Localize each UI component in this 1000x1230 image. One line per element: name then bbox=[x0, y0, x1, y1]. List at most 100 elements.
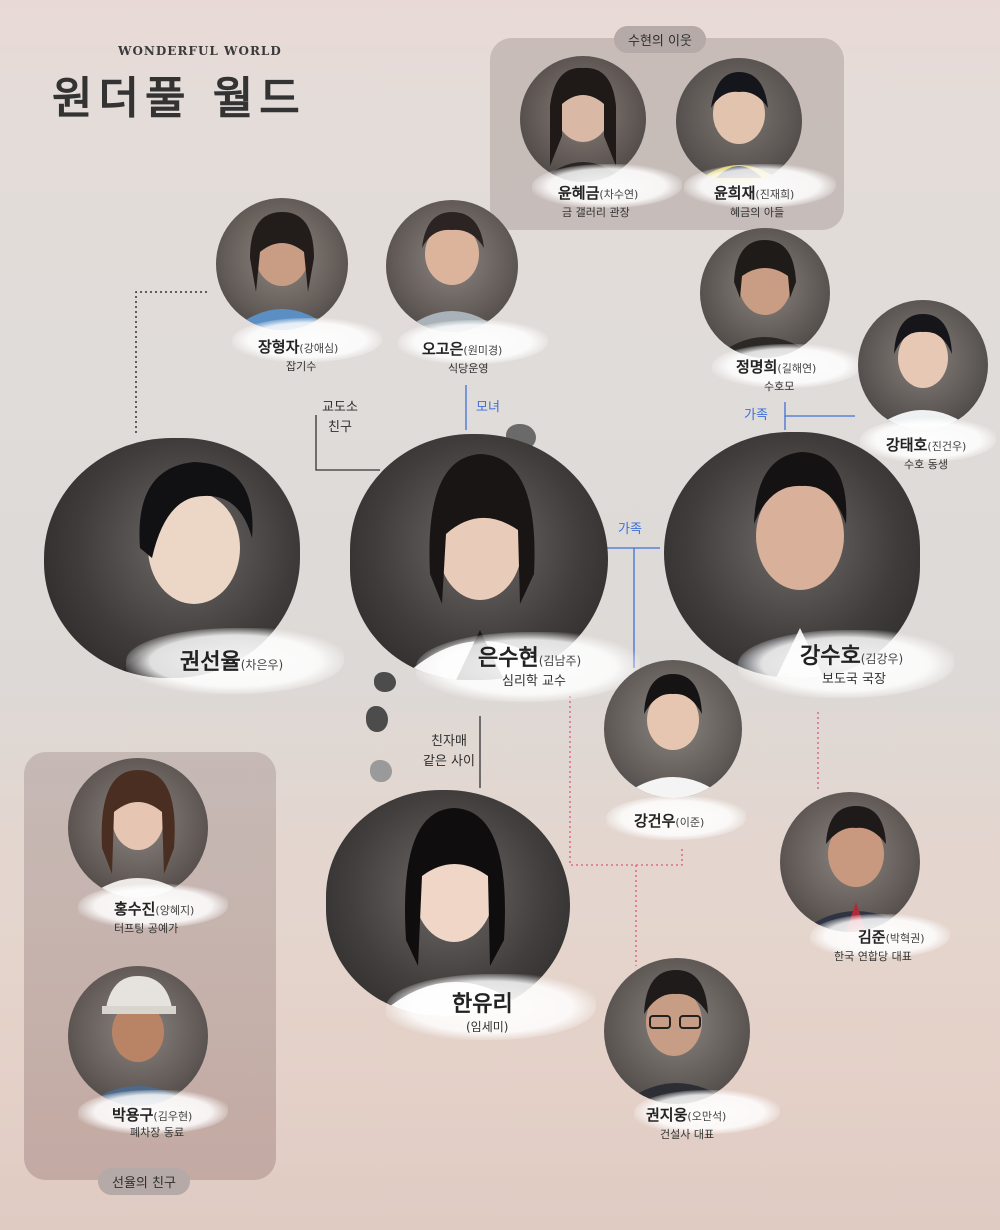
ink-drop bbox=[366, 706, 388, 732]
character-role: 잡기수 bbox=[286, 360, 317, 373]
portrait-photo bbox=[604, 660, 742, 798]
portrait-photo bbox=[780, 792, 920, 932]
character-gwon-seonyul: 권선율(차은우) bbox=[44, 438, 344, 706]
character-name: 윤혜금(차수연) bbox=[558, 182, 638, 203]
ink-drop bbox=[370, 760, 392, 782]
portrait-photo bbox=[604, 958, 750, 1104]
title-english: WONDERFUL WORLD bbox=[118, 44, 282, 58]
character-bak-yonggu: 박용구(김우현) 폐차장 동료 bbox=[68, 966, 228, 1146]
character-actor-below: (임세미) bbox=[466, 1020, 509, 1034]
name-text: 강태호 bbox=[886, 436, 928, 454]
line-jang-seonyul bbox=[135, 291, 207, 436]
relation-family-mid: 가족 bbox=[618, 522, 642, 537]
line-pink-suhyeon bbox=[569, 696, 683, 866]
title-korean: 원더풀 월드 bbox=[52, 73, 306, 124]
actor-text: (원미경) bbox=[463, 344, 503, 357]
name-brush bbox=[386, 974, 596, 1040]
name-text: 김준 bbox=[858, 928, 886, 946]
name-brush bbox=[684, 164, 836, 208]
character-name: 홍수진(양혜지) bbox=[114, 898, 194, 919]
portrait-photo bbox=[386, 200, 518, 332]
name-text: 정명희 bbox=[736, 358, 778, 376]
character-role: 한국 연합당 대표 bbox=[834, 950, 912, 963]
character-hong-sujin: 홍수진(양혜지) 터프팅 공예가 bbox=[68, 758, 228, 944]
actor-text: (차수연) bbox=[599, 188, 639, 201]
character-eun-suhyeon: 은수현(김남주) 심리학 교수 bbox=[350, 434, 640, 704]
portrait-photo bbox=[216, 198, 348, 330]
name-brush bbox=[634, 1090, 780, 1134]
name-brush bbox=[712, 344, 862, 388]
character-role: 심리학 교수 bbox=[502, 674, 566, 689]
name-brush bbox=[738, 630, 954, 698]
character-name: 오고은(원미경) bbox=[422, 338, 502, 359]
character-name: 윤희재(진재희) bbox=[714, 182, 794, 203]
actor-text: (김우현) bbox=[153, 1110, 193, 1123]
character-name: 은수현(김남주) bbox=[478, 640, 581, 672]
relation-mother-daughter: 모녀 bbox=[476, 400, 500, 415]
actor-text: (이준) bbox=[675, 816, 705, 829]
character-gang-taeho: 강태호(진건우) 수호 동생 bbox=[856, 300, 1000, 480]
relation-prison-friend-line2: 친구 bbox=[328, 420, 352, 435]
name-brush bbox=[810, 914, 950, 958]
neighbors-group-label: 수현의 이웃 bbox=[614, 26, 706, 53]
friends-group-label: 선율의 친구 bbox=[98, 1168, 190, 1195]
character-name: 장형자(강애심) bbox=[258, 336, 338, 357]
name-text: 장형자 bbox=[258, 338, 300, 356]
character-yun-huijae: 윤희재(진재희) 혜금의 아들 bbox=[672, 52, 836, 228]
name-brush bbox=[532, 164, 682, 208]
character-name: 김준(박혁권) bbox=[858, 926, 925, 947]
actor-text: (오만석) bbox=[687, 1110, 727, 1123]
character-name: 강건우(이준) bbox=[634, 810, 704, 831]
character-kim-jun: 김준(박혁권) 한국 연합당 대표 bbox=[780, 792, 950, 972]
character-gang-geonu: 강건우(이준) bbox=[600, 660, 750, 850]
line-family-top bbox=[784, 402, 855, 417]
relation-prison-friend-line1: 교도소 bbox=[322, 400, 358, 415]
name-text: 강수호 bbox=[800, 644, 861, 669]
ink-drop bbox=[374, 672, 396, 692]
portrait-photo bbox=[68, 966, 208, 1106]
character-role: 보도국 국장 bbox=[822, 672, 886, 687]
actor-text: (김강우) bbox=[860, 652, 904, 666]
name-text: 오고은 bbox=[422, 340, 464, 358]
character-name: 강태호(진건우) bbox=[886, 434, 966, 455]
name-text: 박용구 bbox=[112, 1106, 154, 1124]
line-prison-friend bbox=[315, 415, 380, 471]
name-brush bbox=[416, 632, 640, 702]
actor-text: (진재희) bbox=[755, 188, 795, 201]
relation-sisters: 친자매 같은 사이 bbox=[418, 732, 480, 772]
actor-text: (양혜지) bbox=[155, 904, 195, 917]
name-text: 윤혜금 bbox=[558, 184, 600, 202]
character-role: 수호 동생 bbox=[904, 458, 948, 471]
character-jang-hyeongja: 장형자(강애심) 잡기수 bbox=[216, 198, 382, 378]
name-brush bbox=[860, 418, 996, 462]
character-name: 권지웅(오만석) bbox=[646, 1104, 726, 1125]
actor-text: (박혁권) bbox=[885, 932, 925, 945]
name-brush bbox=[606, 796, 746, 840]
name-text: 권선율 bbox=[180, 650, 241, 675]
portrait-photo bbox=[700, 228, 830, 358]
character-role: 건설사 대표 bbox=[660, 1128, 715, 1141]
character-o-goeun: 오고은(원미경) 식당운영 bbox=[384, 200, 548, 380]
character-role: 터프팅 공예가 bbox=[114, 922, 179, 935]
name-text: 은수현 bbox=[478, 646, 539, 671]
relation-sisters-line1: 친자매 bbox=[431, 734, 467, 749]
name-text: 윤희재 bbox=[714, 184, 756, 202]
character-name: 권선율(차은우) bbox=[180, 644, 283, 676]
actor-text: (김남주) bbox=[538, 654, 582, 668]
name-text: 한유리 bbox=[452, 992, 513, 1017]
name-brush bbox=[78, 884, 228, 928]
character-role: 폐차장 동료 bbox=[130, 1126, 185, 1139]
character-role: 수호모 bbox=[764, 380, 795, 393]
character-role: 금 갤러리 관장 bbox=[562, 206, 630, 219]
character-han-yuri: 한유리 (임세미) bbox=[326, 790, 596, 1050]
name-text: 홍수진 bbox=[114, 900, 156, 918]
name-brush bbox=[126, 628, 344, 694]
character-name: 정명희(길해연) bbox=[736, 356, 816, 377]
actor-text: (진건우) bbox=[927, 440, 967, 453]
actor-text: (차은우) bbox=[240, 658, 284, 672]
character-yun-hyegeum: 윤혜금(차수연) 금 갤러리 관장 bbox=[512, 52, 682, 228]
name-brush bbox=[232, 318, 382, 362]
actor-text: (길해연) bbox=[777, 362, 817, 375]
character-gang-suho: 강수호(김강우) 보도국 국장 bbox=[664, 432, 954, 704]
